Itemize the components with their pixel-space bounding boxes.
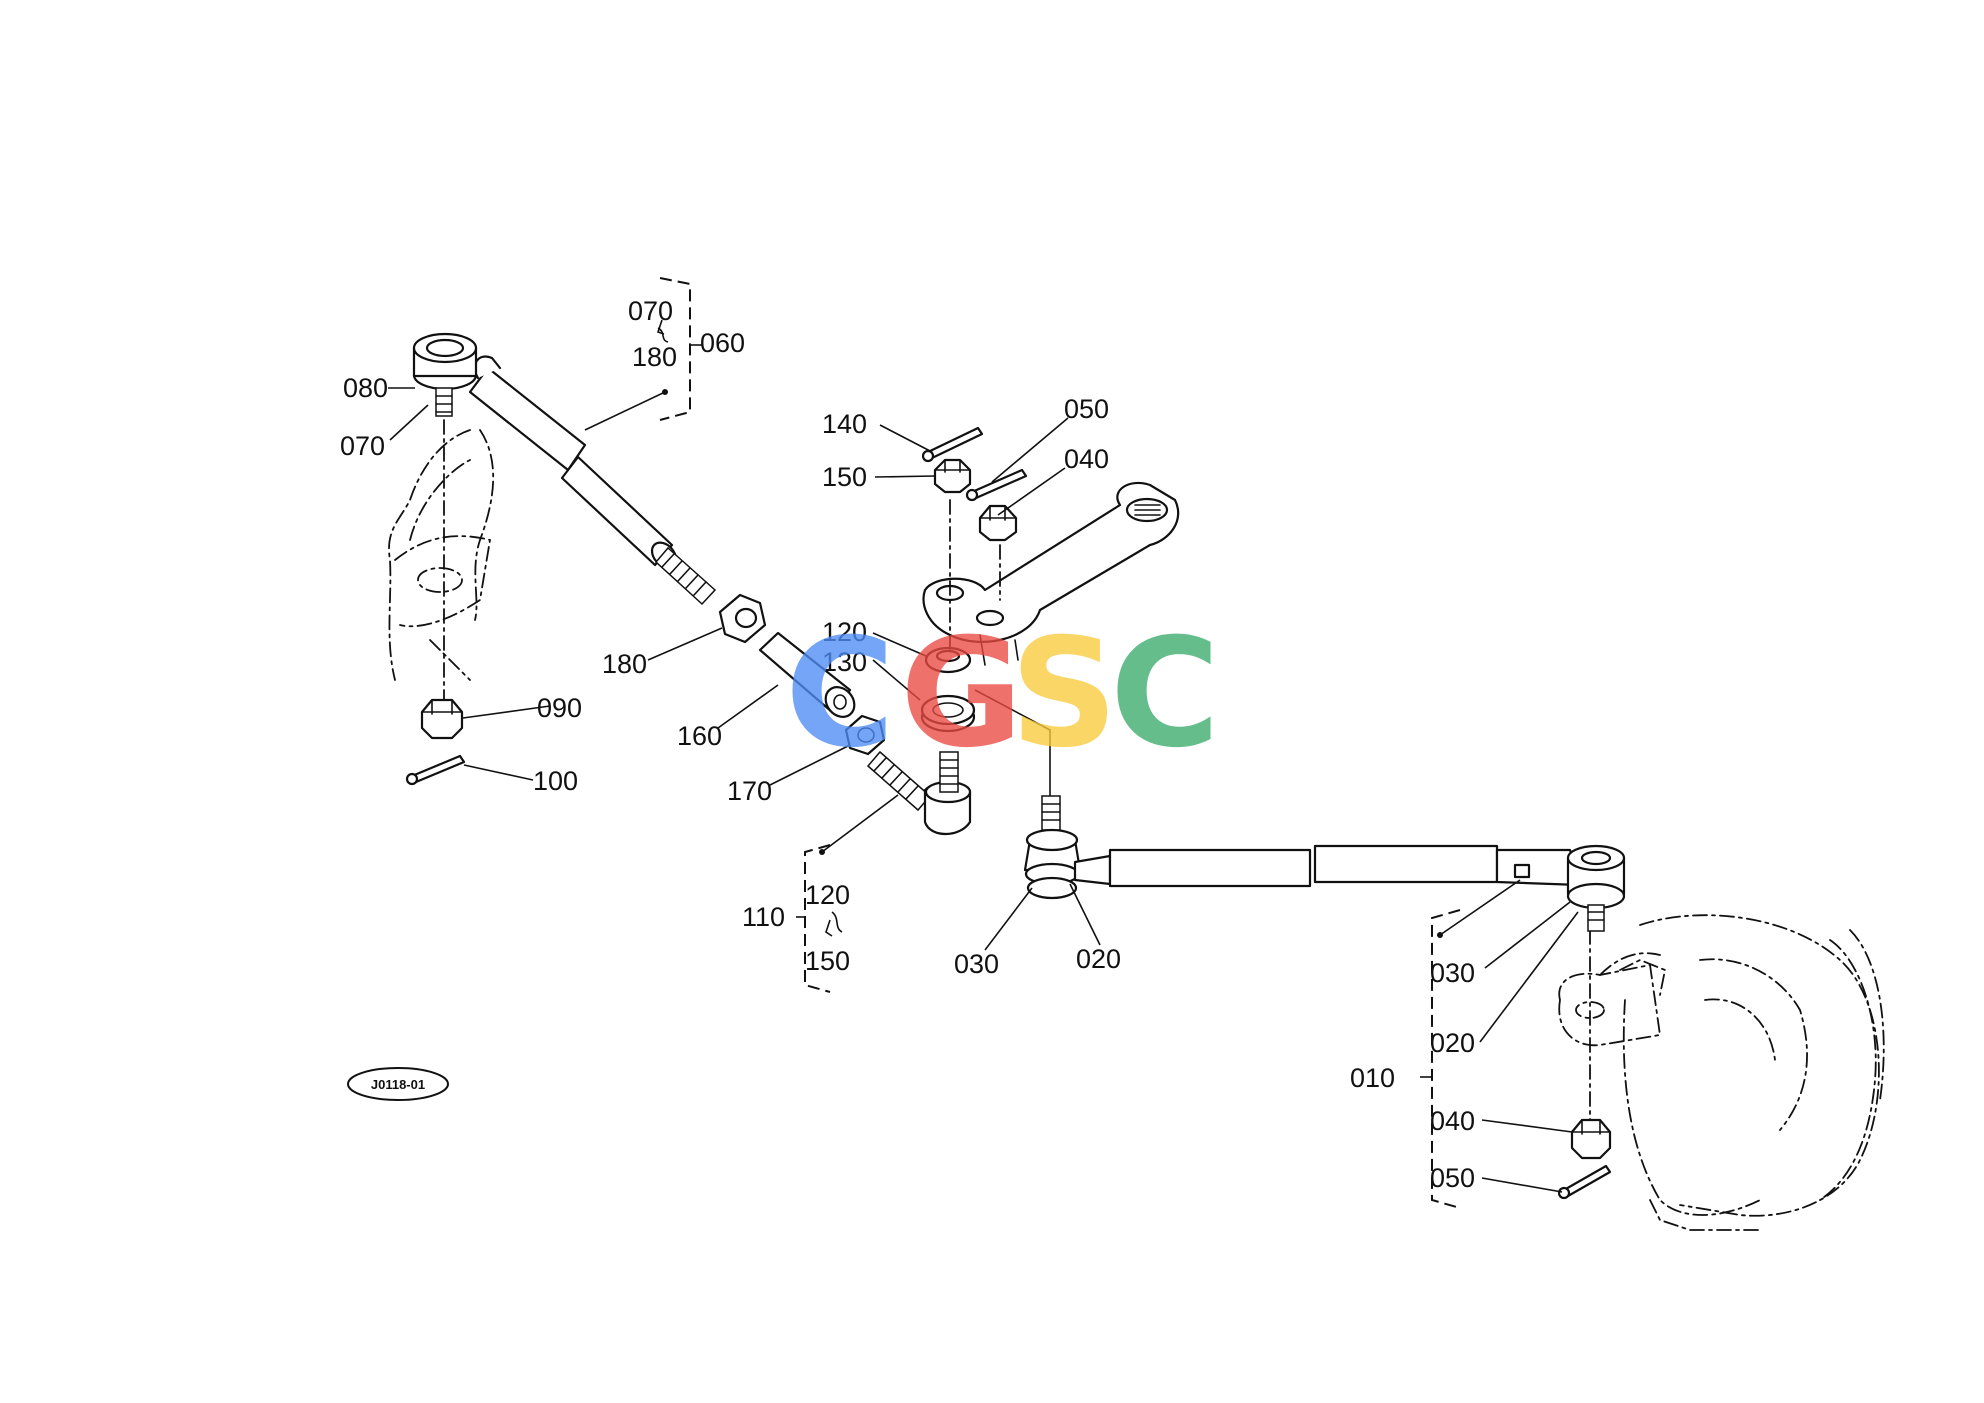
tie-rod-end-110 — [866, 750, 972, 835]
assembly-axis-lines — [443, 419, 1591, 1121]
label-040: 040 — [1430, 1106, 1475, 1136]
label-060: 060 — [700, 328, 745, 358]
label-080: 080 — [343, 373, 388, 403]
watermark-letter-c2: C — [1110, 607, 1220, 781]
left-tie-rod-pipe — [560, 455, 717, 606]
leader-lines — [388, 387, 1579, 1193]
seal-130 — [920, 694, 976, 733]
washer-120 — [924, 646, 972, 674]
label-070: 070 — [628, 296, 673, 326]
label-180: 180 — [602, 649, 647, 679]
left-tie-rod-end — [412, 332, 587, 472]
label-030: 030 — [1430, 958, 1475, 988]
watermark-letter-c: C — [785, 607, 895, 781]
label-110: 110 — [742, 902, 785, 932]
watermark-letter-g: G — [900, 607, 1023, 781]
castle-nut-040-top — [978, 504, 1018, 542]
lock-nut-180 — [718, 593, 767, 644]
label-150: 150 — [822, 462, 867, 492]
label-070: 070 — [340, 431, 385, 461]
label-140: 140 — [822, 409, 867, 439]
lock-nut-170 — [844, 714, 886, 756]
diagram-code: J0118-01 — [371, 1077, 425, 1092]
label-150: 150 — [805, 946, 850, 976]
bracket-010 — [1420, 909, 1461, 1209]
label-090: 090 — [537, 693, 582, 723]
label-020: 020 — [1430, 1028, 1475, 1058]
threaded-end — [654, 546, 717, 606]
cotter-pin-050-top — [965, 468, 1028, 502]
pitman-arm — [922, 481, 1180, 666]
label-050: 050 — [1064, 394, 1109, 424]
label-010: 010 — [1350, 1063, 1395, 1093]
castle-nut-040-right — [1570, 1118, 1612, 1160]
label-120: 120 — [822, 617, 867, 647]
label-100: 100 — [533, 766, 578, 796]
label-160: 160 — [677, 721, 722, 751]
right-knuckle — [1558, 914, 1885, 1231]
diagram-code-badge: J0118-01 — [347, 1067, 449, 1101]
bracket-110 — [796, 844, 833, 993]
long-tie-rod — [1023, 795, 1626, 932]
label-030: 030 — [954, 949, 999, 979]
cotter-pin-100 — [405, 754, 466, 786]
label-050: 050 — [1430, 1163, 1475, 1193]
label-170: 170 — [727, 776, 772, 806]
label-040: 040 — [1064, 444, 1109, 474]
cotter-pin-140 — [921, 426, 984, 463]
cotter-pin-050-right — [1557, 1164, 1612, 1200]
cgsc-watermark: C G S C — [785, 607, 1220, 781]
label-020: 020 — [1076, 944, 1121, 974]
adjust-sleeve-160 — [758, 631, 856, 718]
label-180: 180 — [632, 342, 677, 372]
tie-rod-end-left — [1023, 795, 1082, 900]
watermark-letter-s: S — [1010, 607, 1118, 781]
left-knuckle-arm — [388, 429, 495, 681]
label-120: 120 — [805, 880, 850, 910]
part-labels: 070 180 060 080 070 140 050 150 040 120 … — [340, 296, 1475, 1193]
label-130: 130 — [822, 647, 867, 677]
castle-nut-090 — [420, 698, 464, 740]
tie-rod-end-right — [1566, 844, 1626, 932]
castle-nut-150-top — [933, 458, 972, 494]
